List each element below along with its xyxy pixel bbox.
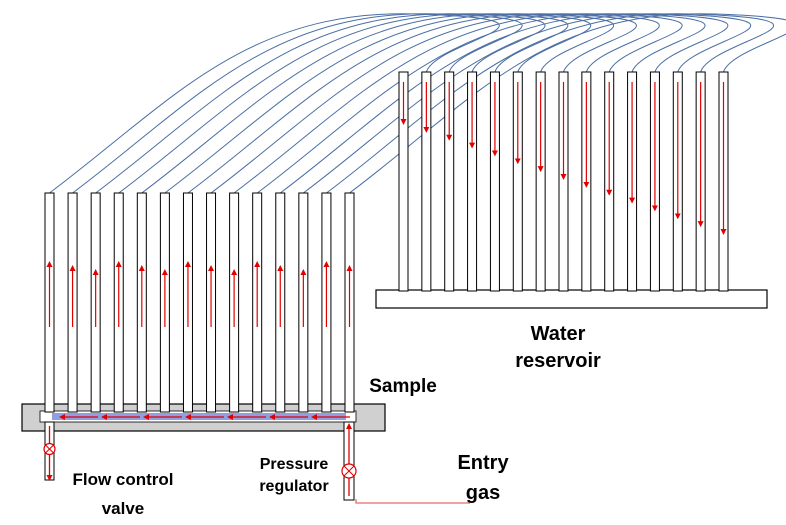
water-reservoir: [375, 71, 768, 309]
reservoir-tube: [535, 71, 546, 292]
sample-tubes: [44, 192, 355, 413]
pressure-regulator-label-line2: regulator: [259, 478, 328, 495]
pressure-regulator-label-line1: Pressure: [260, 456, 329, 473]
sample-label: Sample: [369, 376, 437, 397]
entry-gas-label-line2: gas: [466, 482, 500, 504]
reservoir-tube: [398, 71, 409, 292]
reservoir-tube: [558, 71, 569, 292]
reservoir-base: [375, 289, 768, 309]
flow-control-valve-icon: [43, 442, 56, 456]
sample-cell: [21, 192, 386, 432]
water-reservoir-label-line2: reservoir: [515, 350, 601, 372]
connecting-tube: [49, 13, 500, 194]
gas-entry-line: [355, 499, 470, 504]
flow-control-valve-label-line1: Flow control: [72, 470, 173, 489]
reservoir-tube: [467, 71, 478, 292]
reservoir-tubes: [398, 71, 729, 292]
inlet-pipe: [343, 421, 355, 501]
reservoir-tube: [421, 71, 432, 292]
entry-gas-label-line1: Entry: [457, 452, 509, 474]
reservoir-tube: [444, 71, 455, 292]
flow-control-valve-label-line2: valve: [102, 499, 145, 518]
reservoir-tube: [512, 71, 523, 292]
pressure-regulator-icon: [341, 463, 357, 479]
water-reservoir-label-line1: Water: [531, 323, 586, 345]
connecting-tube: [72, 13, 523, 194]
reservoir-tube: [489, 71, 500, 292]
